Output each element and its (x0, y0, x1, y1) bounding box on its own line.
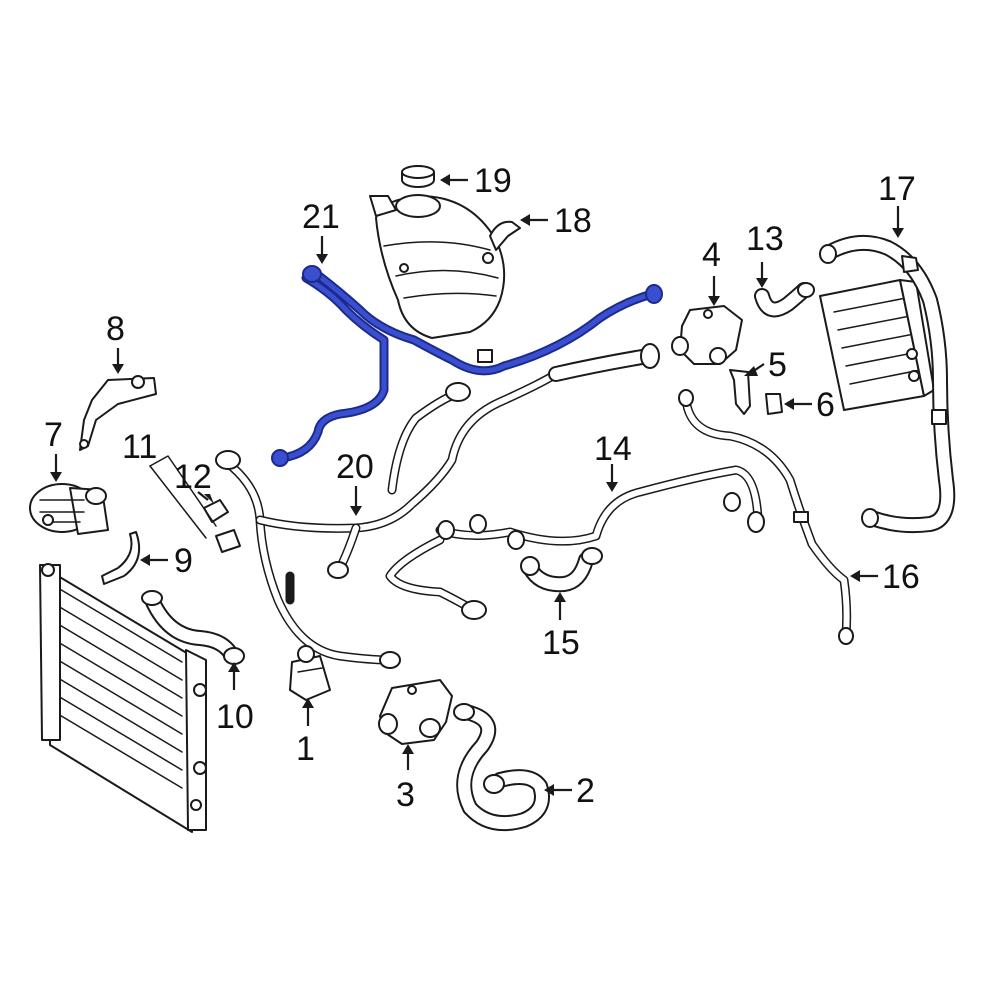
coolant-hose-13 (754, 282, 815, 318)
callout-3: 3 (396, 776, 415, 814)
thermostat-valve-3 (378, 679, 453, 745)
callout-20: 20 (336, 448, 374, 486)
callout-1: 1 (296, 730, 315, 768)
coolant-line-16 (678, 389, 854, 645)
coolant-hose-14 (385, 465, 765, 620)
bracket-5 (729, 369, 751, 415)
callout-7: 7 (44, 416, 63, 454)
radiator (39, 563, 207, 833)
callout-13: 13 (746, 220, 784, 258)
callout-19: 19 (474, 162, 512, 200)
heat-exchanger (819, 279, 935, 411)
callout-11: 11 (122, 428, 157, 466)
callout-4: 4 (702, 236, 721, 274)
hose-clamp (101, 531, 140, 585)
coolant-hose-15 (520, 547, 603, 593)
callout-12: 12 (174, 458, 212, 496)
callout-labels: 1 2 3 4 5 6 7 8 9 10 11 12 13 14 15 16 1… (44, 162, 920, 814)
callout-16: 16 (882, 558, 920, 596)
coolant-hose-17 (819, 234, 956, 534)
callout-2: 2 (576, 772, 595, 810)
callout-6: 6 (816, 386, 835, 424)
callout-9: 9 (174, 542, 193, 580)
expansion-tank-cap (401, 165, 435, 188)
callout-arrows (50, 174, 904, 796)
callout-5: 5 (768, 346, 787, 384)
coolant-hose-2 (453, 703, 550, 831)
callout-17: 17 (878, 170, 916, 208)
coolant-expansion-tank (369, 194, 521, 363)
callout-14: 14 (594, 430, 632, 468)
callout-8: 8 (106, 310, 125, 348)
callout-15: 15 (542, 624, 580, 662)
coolant-hose-20 (215, 343, 660, 669)
radiator-hose-10 (141, 590, 245, 665)
connector-12 (203, 499, 241, 553)
auxiliary-water-pump (29, 483, 109, 535)
pump-bracket (79, 375, 157, 451)
coolant-valve-4 (671, 305, 743, 365)
callout-21: 21 (302, 198, 340, 236)
bracket-6 (765, 393, 783, 415)
callout-10: 10 (216, 698, 254, 736)
callout-18: 18 (554, 202, 592, 240)
coolant-vent-hose-21 (271, 265, 663, 467)
hose-connector-1 (289, 645, 331, 701)
